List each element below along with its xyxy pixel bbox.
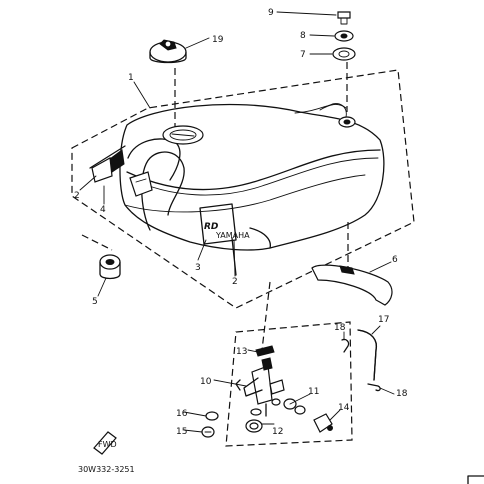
callout-4: 4: [100, 205, 106, 215]
lever-11: [271, 398, 306, 415]
screw-15: [201, 426, 215, 438]
callout-12: 12: [272, 427, 283, 437]
callout-8: 8: [300, 31, 306, 41]
grommet-7: [332, 47, 356, 61]
bolt-9: [337, 11, 351, 25]
fwd-text: FWD: [98, 440, 117, 449]
clip-18-top: [341, 338, 350, 353]
callout-1: 1: [128, 73, 134, 83]
callout-18-bottom: 18: [396, 389, 408, 399]
decal-rd-text: RD: [204, 222, 219, 232]
callout-17: 17: [378, 315, 389, 325]
callout-14: 14: [338, 403, 350, 413]
fuel-tank: [119, 103, 385, 276]
rear-bracket: [311, 264, 393, 306]
callout-10: 10: [200, 377, 212, 387]
fuel-cap: [149, 39, 187, 64]
diagram-code: 30W332-3251: [78, 465, 135, 474]
callout-5: 5: [92, 297, 98, 307]
callout-2-center: 2: [232, 277, 238, 287]
cock-assembly-boundary: [225, 321, 353, 447]
callout-19: 19: [212, 35, 224, 45]
callout-numbers: 1 2 2 3 4 5 6 7 8 9 10 11 12 13 14 15 16…: [74, 8, 408, 437]
fuel-hose: [357, 329, 378, 381]
rear-grommet: [338, 116, 356, 128]
callout-13: 13: [236, 347, 247, 357]
callout-18-top: 18: [334, 323, 346, 333]
fuel-cock: [235, 357, 285, 417]
filter-13: [255, 345, 275, 357]
callout-11: 11: [308, 387, 319, 397]
callout-3: 3: [195, 263, 201, 273]
plate-14: [313, 413, 333, 433]
clip-18-bottom: [367, 383, 381, 392]
callout-9: 9: [268, 8, 274, 18]
callout-6: 6: [392, 255, 398, 265]
callout-15: 15: [176, 427, 187, 437]
corner-mark: [467, 475, 484, 484]
collar-8: [334, 30, 354, 42]
leader-damper: [81, 234, 113, 251]
decal-brand-text: YAMAHA: [215, 231, 250, 240]
callout-7: 7: [300, 50, 306, 60]
washer-16: [205, 411, 219, 421]
callout-leaders: [79, 11, 395, 433]
leader-cock: [261, 281, 271, 351]
callout-16: 16: [176, 409, 188, 419]
ring-12: [245, 408, 263, 433]
decal-rd: RD YAMAHA: [199, 203, 250, 245]
callout-2-left: 2: [74, 191, 80, 201]
front-mount-bracket: [129, 171, 153, 197]
fwd-arrow: FWD: [93, 431, 117, 455]
rubber-damper: [99, 254, 121, 280]
